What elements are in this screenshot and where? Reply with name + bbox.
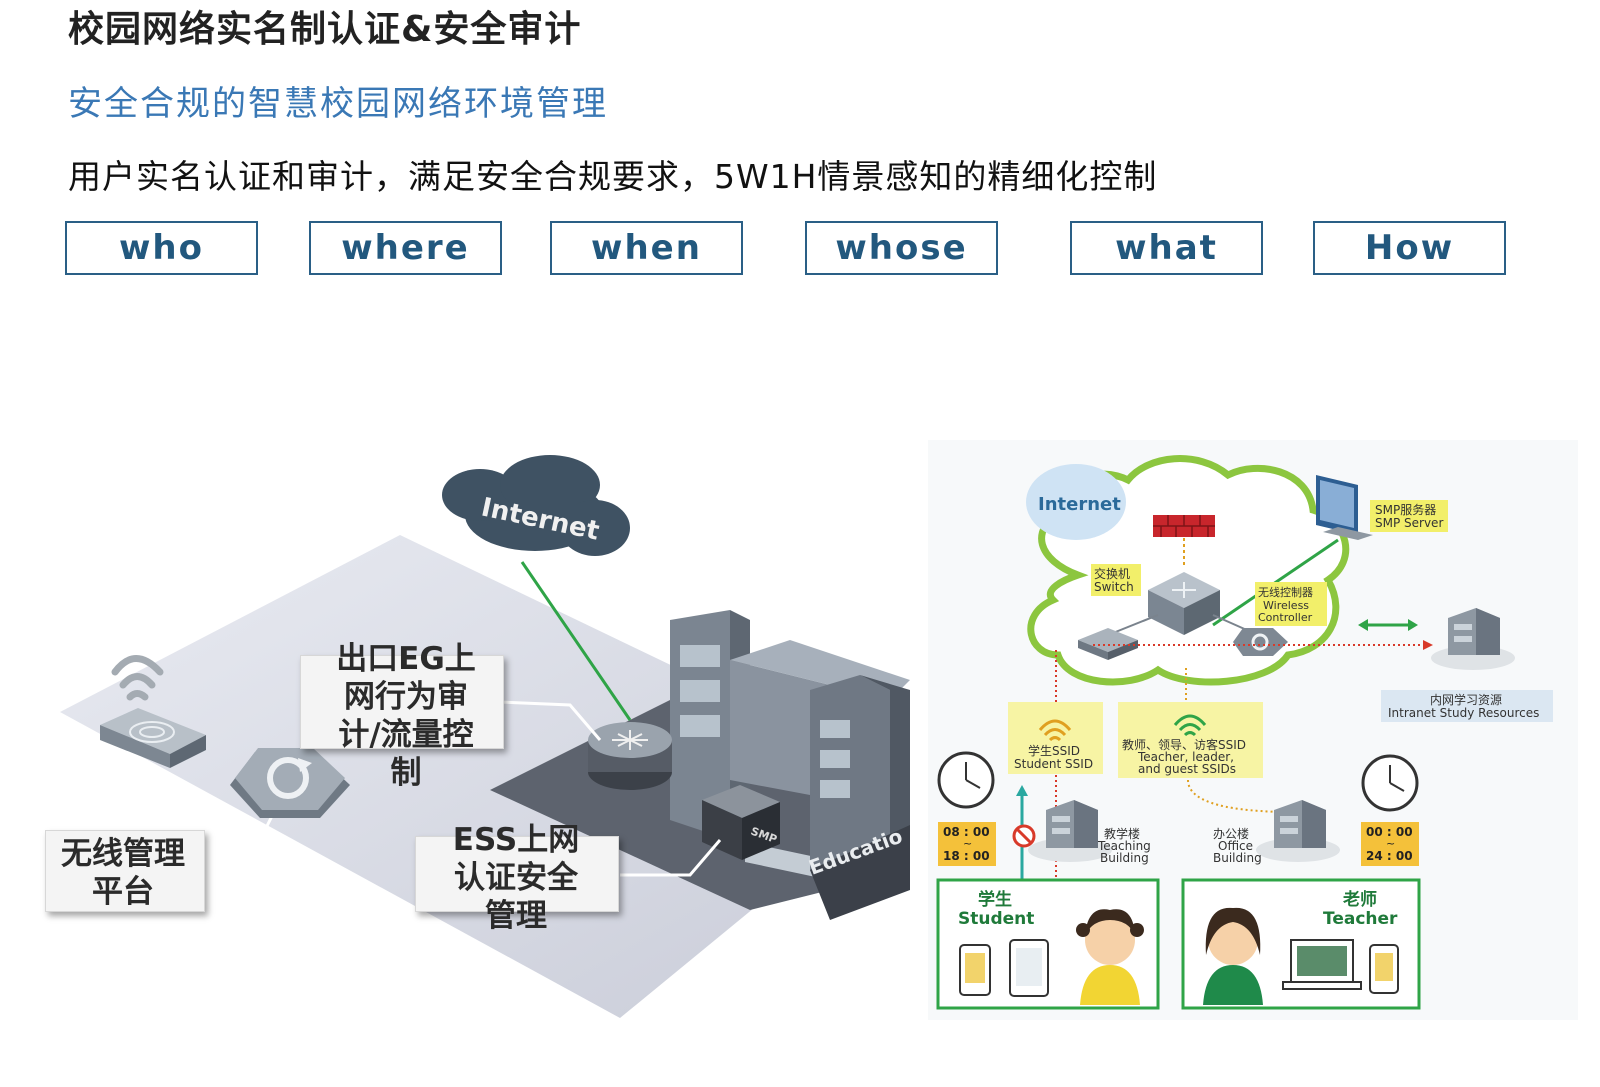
student-tablet-icon — [1009, 939, 1049, 997]
office-building-en2: Building — [1213, 851, 1262, 865]
student-label-en: Student — [958, 909, 1034, 929]
student-phone-icon — [959, 944, 991, 996]
teacher-office-path — [1187, 779, 1284, 813]
campus-floor-plane — [60, 535, 910, 1018]
switch-label-box — [1091, 564, 1141, 596]
page-subtitle: 安全合规的智慧校园网络环境管理 — [68, 84, 608, 124]
internet-cloud-outline: Internet — [1026, 455, 1350, 686]
teacher-ssid-en1: Teacher, leader, — [1137, 750, 1234, 764]
page-title: 校园网络实名制认证&安全审计 — [68, 9, 582, 50]
teacher-avatar — [1203, 907, 1263, 1005]
campus-network-diagram: Educatio Internet SMP — [60, 455, 910, 1018]
teacher-ssid-cn: 教师、领导、访客SSID — [1122, 737, 1246, 752]
wireless-ap-icon — [100, 708, 206, 768]
ess-label-card: ESS上网认证安全管理 — [415, 822, 619, 934]
intranet-label-en: Intranet Study Resources — [1388, 706, 1539, 720]
student-label-cn: 学生 — [978, 889, 1012, 910]
intranet-label-box — [1381, 690, 1553, 722]
controller-label-box — [1255, 582, 1327, 626]
smp-server-label-en: SMP Server — [1375, 516, 1443, 530]
teacher-time-start: 00 : 00 — [1366, 825, 1413, 839]
wireless-mgmt-label-card: 无线管理平台 — [45, 830, 205, 912]
intranet-label-cn: 内网学习资源 — [1430, 692, 1502, 707]
smp-server-monitor-icon — [1316, 475, 1373, 540]
smp-access-control-diagram: Internet SMP服务器 SMP Server 交换机 Switch 无线… — [928, 440, 1578, 1020]
firewall-icon — [1153, 515, 1215, 537]
student-ssid-en: Student SSID — [1014, 757, 1093, 771]
student-clock-icon — [937, 751, 995, 809]
teacher-time-sep: ~ — [1386, 837, 1395, 850]
education-building — [670, 610, 910, 888]
teacher-time-box — [1361, 822, 1419, 866]
teacher-label-cn: 老师 — [1342, 889, 1377, 910]
egress-router-icon — [588, 722, 672, 790]
ess-connector-line — [620, 839, 722, 877]
student-time-end: 18 : 00 — [943, 849, 990, 863]
teacher-wifi-icon — [1173, 714, 1207, 737]
teacher-laptop-icon — [1282, 939, 1362, 990]
student-ssid-cn: 学生SSID — [1028, 743, 1080, 758]
student-time-sep: ~ — [963, 837, 972, 850]
tag-what: what — [1070, 221, 1263, 275]
teacher-ssid-en2: and guest SSIDs — [1138, 762, 1236, 776]
controller-label-en1: Wireless — [1263, 599, 1309, 612]
ess-label: ESS上网认证安全管理 — [452, 822, 580, 935]
switch-label-cn: 交换机 — [1094, 566, 1130, 581]
internet-cloud: Internet — [442, 455, 630, 556]
intranet-arrow-head — [1423, 640, 1433, 650]
student-avatar — [1076, 909, 1144, 1005]
tag-who: who — [65, 221, 258, 275]
teacher-phone-icon — [1369, 944, 1399, 994]
internet-link-line — [520, 561, 632, 721]
office-building-en1: Office — [1218, 839, 1253, 853]
controller-device-icon — [1233, 628, 1288, 656]
no-entry-icon — [1012, 824, 1036, 848]
egress-eg-label: 出口EG上网行为审计/流量控制 — [336, 641, 476, 792]
smp-server-label-cn: SMP服务器 — [1375, 502, 1436, 517]
student-time-box — [938, 822, 996, 866]
teaching-building-cn: 教学楼 — [1104, 826, 1140, 841]
teaching-building-icon — [1028, 800, 1112, 862]
teaching-building-en2: Building — [1100, 851, 1149, 865]
tag-where: where — [309, 221, 502, 275]
smp-server-label-box — [1370, 500, 1448, 532]
controller-label-cn: 无线控制器 — [1258, 585, 1313, 599]
student-time-start: 08 : 00 — [943, 825, 990, 839]
tag-how: How — [1313, 221, 1506, 275]
student-wifi-icon — [1038, 719, 1072, 742]
teacher-label-en: Teacher — [1323, 909, 1398, 929]
switch-label-en: Switch — [1094, 580, 1134, 594]
controller-label-en2: Controller — [1258, 611, 1313, 624]
teaching-building-en1: Teaching — [1097, 839, 1151, 853]
teacher-time-end: 24 : 00 — [1366, 849, 1413, 863]
wireless-mgmt-label: 无线管理平台 — [61, 836, 185, 911]
office-building-icon — [1256, 800, 1340, 862]
teacher-clock-icon — [1361, 754, 1419, 812]
intranet-building-icon — [1431, 608, 1515, 670]
tag-when: when — [550, 221, 743, 275]
smp-server-icon: SMP — [702, 785, 780, 860]
page-description: 用户实名认证和审计，满足安全合规要求，5W1H情景感知的精细化控制 — [68, 157, 1158, 196]
egress-connector-line — [499, 700, 602, 741]
office-building-cn: 办公楼 — [1213, 826, 1249, 841]
wifi-signal-icon — [111, 655, 164, 701]
tag-whose: whose — [805, 221, 998, 275]
wireless-controller-icon — [230, 748, 350, 818]
egress-eg-label-card: 出口EG上网行为审计/流量控制 — [300, 641, 504, 791]
core-switch-icon — [1148, 572, 1220, 635]
internet-label: Internet — [1038, 494, 1121, 515]
